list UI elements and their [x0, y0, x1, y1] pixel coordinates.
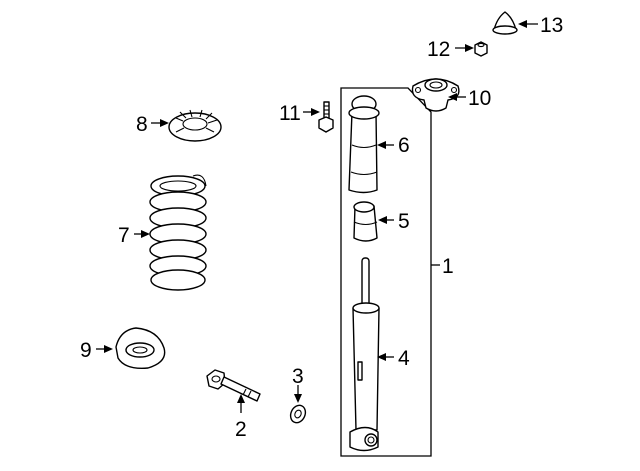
callout-1: 1: [442, 255, 454, 278]
callout-9: 9: [80, 339, 92, 362]
callout-8: 8: [136, 113, 148, 136]
callout-11: 11: [279, 102, 301, 125]
dust-boot: [348, 95, 380, 194]
callout-9-arrow: [104, 345, 113, 353]
washer: [289, 404, 307, 424]
coil-spring: [149, 174, 207, 291]
callout-8-arrow: [160, 119, 169, 127]
lock-nut: [474, 41, 488, 57]
callout-2: 2: [235, 418, 247, 441]
callout-13-arrow: [518, 20, 527, 28]
bump-stop: [353, 201, 378, 242]
callout-7-arrow: [141, 230, 150, 238]
callout-3-arrow: [294, 394, 302, 403]
callout-10-arrow: [448, 93, 457, 101]
lower-spring-seat: [115, 327, 166, 369]
dust-cap: [492, 11, 518, 35]
callout-10: 10: [468, 87, 491, 110]
callout-2-arrow: [237, 394, 245, 403]
callout-3: 3: [292, 365, 304, 388]
callout-11-arrow: [311, 108, 320, 116]
callout-7: 7: [118, 224, 130, 247]
shock-absorber: [349, 257, 380, 452]
mount-bolt: [318, 101, 334, 133]
lower-mounting-bolt: [206, 369, 261, 402]
callout-12-arrow: [465, 44, 474, 52]
callout-6-arrow: [377, 141, 386, 149]
callout-5-arrow: [378, 216, 387, 224]
callout-12: 12: [427, 38, 450, 61]
callout-4-arrow: [377, 353, 386, 361]
callout-5: 5: [398, 210, 410, 233]
upper-spring-seat: [168, 109, 222, 142]
callout-6: 6: [398, 134, 410, 157]
assembly-bracket-outline: [340, 87, 432, 457]
upper-mount: [411, 78, 460, 112]
callout-4: 4: [398, 347, 410, 370]
callout-13: 13: [540, 14, 563, 37]
